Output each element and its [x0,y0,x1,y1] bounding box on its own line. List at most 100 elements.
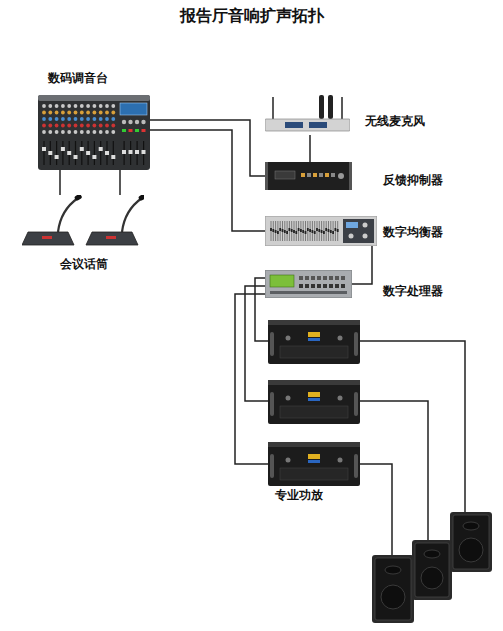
front-button [325,173,329,177]
mixer-knob [93,117,97,121]
eq-knob [363,234,368,239]
eq-slider [317,221,318,241]
cable-line [309,135,311,162]
processor-node: 数字处理器 [265,270,352,298]
eq-slider-cap [321,230,323,233]
mixer-knob [42,111,46,115]
eq-slider [300,221,301,241]
device-label: 数字处理器 [383,284,443,298]
fader-cap [48,151,52,155]
fader-cap [111,155,115,159]
mixer-knob [80,117,84,121]
fader-cap [74,155,78,159]
mixer-knob [111,104,115,108]
eq-slider [337,221,338,241]
mixer-knob [128,120,132,124]
eq-slider-cap [328,229,330,232]
fader-cap [142,150,146,154]
processor-button [323,276,327,280]
amp-logo [308,392,320,397]
eq-slider [333,221,334,241]
mixer-knob [74,130,78,134]
amp-handle [354,392,358,416]
amp-knob [338,396,343,401]
mixer-knob [105,117,109,121]
amp-handle [270,392,274,416]
mixer-knob [99,104,103,108]
mixer-knob [86,124,90,128]
mixer-knob [61,130,65,134]
fader-cap [135,150,139,154]
eq-body [265,216,377,246]
eq-slider-cap [325,228,327,231]
front-button [331,173,335,177]
mixer-knob [42,117,46,121]
processor-body [265,270,352,298]
device-illustration [265,162,352,190]
speaker-tweeter [385,566,401,574]
eq-slider-cap [318,229,320,232]
mixer-knob [135,120,139,124]
mixer-knob [67,130,71,134]
eq-slider [284,221,285,241]
mixer-knob [111,130,115,134]
amplifier-node: 专业功放 [268,320,360,486]
fader-cap [129,150,133,154]
eq-slider-cap [300,229,302,232]
amp-body [268,442,360,486]
device-label: 数码调音台 [48,71,108,85]
cable-line [150,130,265,231]
mixer-knob [67,124,71,128]
front-button [319,173,323,177]
amp-body [268,320,360,364]
mixer-knob [80,130,84,134]
processor-button [305,276,309,280]
speaker-woofer [421,567,443,589]
mixer-knob [80,124,84,128]
mixer-knob [42,104,46,108]
eq-slider-cap [302,230,304,233]
amp-knob [286,396,291,401]
speaker-tweeter [463,522,479,530]
mixer-knob [61,124,65,128]
eq-slider [312,221,313,241]
rack-ear [349,162,352,190]
mic-gooseneck [58,198,78,232]
amp-top [268,442,360,447]
cable-connector [150,120,265,176]
device-illustration [265,216,377,246]
eq-slider [271,221,272,241]
cable-line [245,286,268,401]
mixer-knob [74,104,78,108]
eq-slider-cap [284,230,286,233]
receiver-display [285,122,303,128]
mixer-knob [99,117,103,121]
eq-slider-cap [332,231,334,234]
speaker-cabinet [450,512,492,572]
mixer-button [129,129,133,132]
eq-slider-cap [305,231,307,234]
speaker-woofer [459,538,483,562]
eq-slider [282,221,283,241]
eq-panel [343,219,374,243]
eq-slider-cap [279,228,281,231]
front-button [313,173,317,177]
mixer-knob [93,111,97,115]
equalizer-node: 数字均衡器 [265,216,377,246]
fader-slot [75,141,76,165]
amp-vent [280,406,348,418]
mixer-knob [111,117,115,121]
device-label: 数字均衡器 [383,225,443,239]
eq-slider [326,221,327,241]
amp-logo [308,398,320,401]
processor-button [341,276,345,280]
amp-handle [270,332,274,356]
fader-cap [80,147,84,151]
eq-slider [328,221,329,241]
eq-slider [314,221,315,241]
eq-slider-cap [309,229,311,232]
cable-connector [60,170,61,195]
device-illustration [265,270,352,298]
